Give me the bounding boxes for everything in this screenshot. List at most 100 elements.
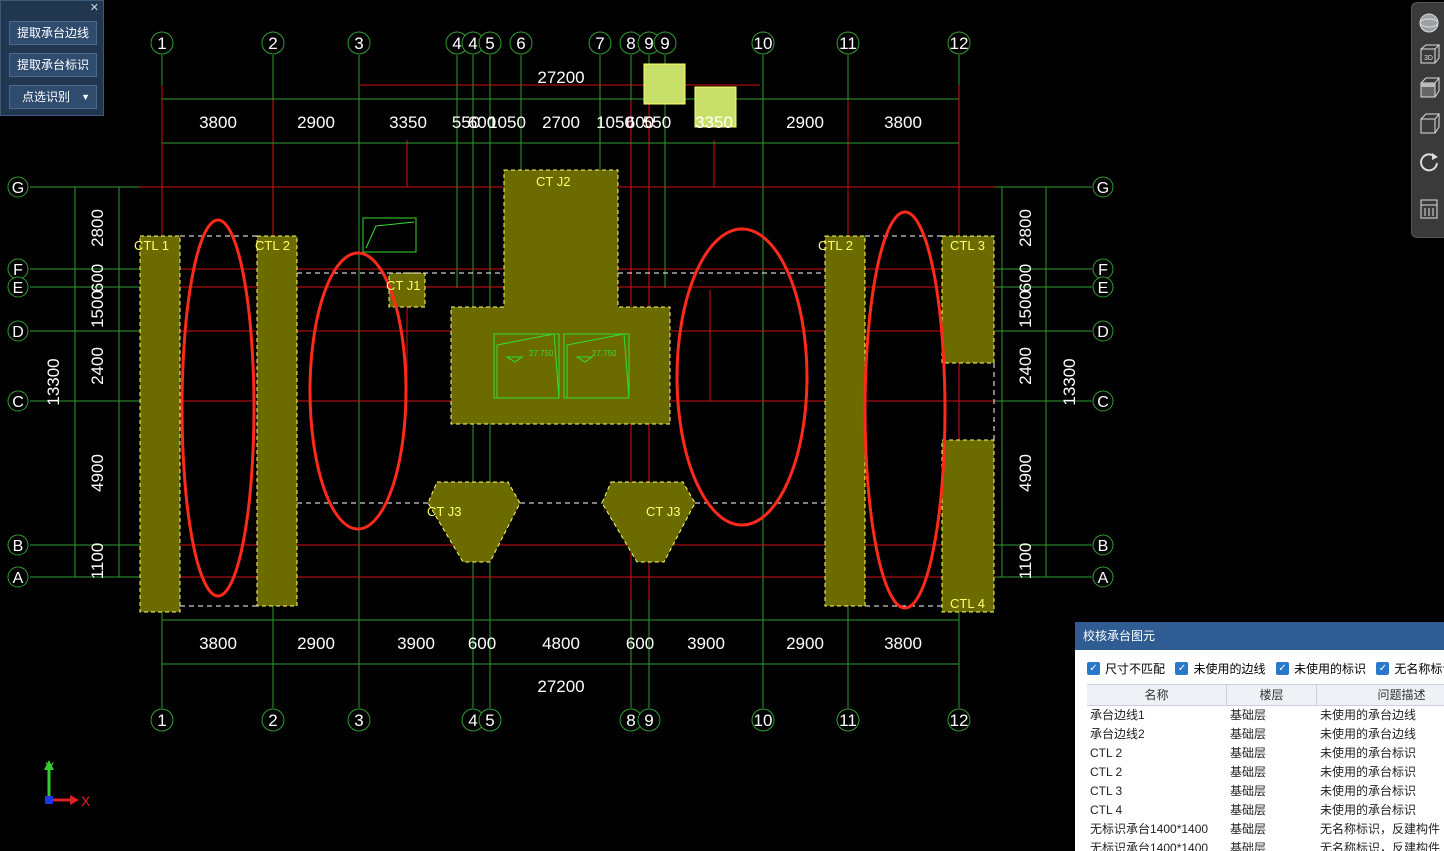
axis-top-9a: 9 <box>644 34 653 53</box>
column-header-name[interactable]: 名称 <box>1087 685 1227 705</box>
rotate-view-icon[interactable] <box>1417 149 1441 173</box>
extract-cap-label-button[interactable]: 提取承台标识 <box>9 53 97 77</box>
axis-bottom-10: 10 <box>754 711 773 730</box>
dim-top-2: 3350 <box>389 113 427 132</box>
cell-issue: 无名称标识，反建构件 <box>1320 822 1441 836</box>
cell-floor: 基础层 <box>1230 765 1267 779</box>
dim-top-total: 27200 <box>537 68 584 87</box>
axis-bottom-2: 2 <box>268 711 277 730</box>
caret-down-icon[interactable]: ▼ <box>81 92 90 102</box>
symbol-boxes <box>362 217 630 399</box>
top-axis-bubbles <box>150 31 971 55</box>
filter-unnamed-label-checkbox[interactable]: ✓无名称标识 <box>1376 660 1444 677</box>
cell-name: 承台边线1 <box>1090 708 1145 722</box>
checkmark-icon: ✓ <box>1376 662 1390 675</box>
dim-top-4: 600 <box>468 113 496 132</box>
point-select-identify-button[interactable]: 点选识别 ▼ <box>9 85 97 109</box>
elevation-label-1: 27.750 <box>529 349 554 358</box>
dimension-lines <box>74 98 1047 665</box>
axis-left-g: G <box>12 180 24 197</box>
extract-cap-edge-button[interactable]: 提取承台边线 <box>9 21 97 45</box>
dim-left-4: 4900 <box>88 454 107 492</box>
column-header-issue[interactable]: 问题描述 <box>1317 685 1444 705</box>
svg-text:3D: 3D <box>1424 55 1433 62</box>
bottom-axis-bubbles <box>150 708 971 732</box>
axis-left-f: F <box>13 262 23 279</box>
filter-size-mismatch-label: 尺寸不匹配 <box>1105 662 1166 676</box>
label-ctj2: CT J2 <box>536 174 570 189</box>
dim-top-6: 2700 <box>542 113 580 132</box>
unused-boundary-lines <box>180 235 995 607</box>
axis-right-f: F <box>1098 262 1108 279</box>
red-highlight-ellipses <box>180 210 947 610</box>
axis-left-d: D <box>12 324 24 341</box>
checkmark-icon: ✓ <box>1087 662 1100 675</box>
dim-top-0: 3800 <box>199 113 237 132</box>
dim-top-10: 3350 <box>695 113 733 132</box>
highlight-ellipse-2 <box>308 251 408 531</box>
cell-name: CTL 3 <box>1090 784 1123 798</box>
axis-left-a: A <box>13 570 24 587</box>
label-ctl1: CTL 1 <box>134 238 169 253</box>
dim-top-5: 1050 <box>488 113 526 132</box>
dim-left-1: 600 <box>88 264 107 292</box>
cell-name: CTL 4 <box>1090 803 1123 817</box>
axis-bottom-3: 3 <box>354 711 363 730</box>
dim-right-4: 4900 <box>1016 454 1035 492</box>
globe-view-icon[interactable] <box>1417 11 1441 35</box>
checkmark-icon: ✓ <box>1275 662 1289 675</box>
dim-right-1: 600 <box>1016 264 1035 292</box>
dim-left-0: 2800 <box>88 209 107 247</box>
filter-unused-edge-label: 未使用的边线 <box>1193 662 1266 676</box>
highlight-ellipse-4 <box>863 210 947 610</box>
axis-bottom-8: 8 <box>626 711 635 730</box>
axis-top-3: 3 <box>354 34 363 53</box>
y-axis-label: Y <box>45 759 55 775</box>
cell-issue: 未使用的承台边线 <box>1320 727 1417 741</box>
dim-left-3: 2400 <box>88 347 107 385</box>
3d-view-icon[interactable]: 3D <box>1417 43 1441 67</box>
dim-left-2: 1500 <box>88 290 107 328</box>
dim-right-total: 13300 <box>1060 358 1079 405</box>
filter-unused-edge-checkbox[interactable]: ✓ 未使用的边线 <box>1175 660 1265 677</box>
cell-floor: 基础层 <box>1230 803 1267 817</box>
axis-bottom-9: 9 <box>644 711 653 730</box>
close-icon[interactable]: ✕ <box>89 2 99 14</box>
axis-right-g: G <box>1097 180 1109 197</box>
top-view-cube-icon[interactable] <box>1417 75 1441 99</box>
dim-bottom-8: 3800 <box>884 634 922 653</box>
dim-top-7: 1050 <box>596 113 634 132</box>
axis-top-7: 7 <box>595 34 604 53</box>
filter-unused-label-checkbox[interactable]: ✓未使用的标识 <box>1275 660 1366 677</box>
dim-top-1: 2900 <box>297 113 335 132</box>
table-row[interactable]: CTL 4 基础层 未使用的承台标识 <box>1087 801 1444 820</box>
cell-issue: 无名称标识，反建构件 <box>1320 841 1441 851</box>
cell-floor: 基础层 <box>1230 822 1267 836</box>
panel-title: 校核承台图元 <box>1075 622 1444 650</box>
axis-bottom-12: 12 <box>950 711 969 730</box>
dim-bottom-1: 2900 <box>297 634 335 653</box>
checkmark-icon: ✓ <box>1175 662 1189 675</box>
layer-panel-icon[interactable] <box>1417 197 1441 221</box>
table-header: 名称 楼层 问题描述 <box>1087 684 1444 706</box>
filter-size-mismatch-checkbox[interactable]: ✓ 尺寸不匹配 <box>1087 660 1165 677</box>
axis-top-4b: 4 <box>468 34 477 53</box>
axis-top-2: 2 <box>268 34 277 53</box>
dim-bottom-5: 600 <box>626 634 654 653</box>
dim-bottom-total: 27200 <box>537 677 584 696</box>
column-header-floor[interactable]: 楼层 <box>1227 685 1317 705</box>
axis-top-4a: 4 <box>452 34 461 53</box>
axis-right-e: E <box>1098 280 1109 297</box>
cell-issue: 未使用的承台标识 <box>1320 803 1417 817</box>
cube-view-icon[interactable] <box>1417 111 1441 135</box>
cell-floor: 基础层 <box>1230 784 1267 798</box>
